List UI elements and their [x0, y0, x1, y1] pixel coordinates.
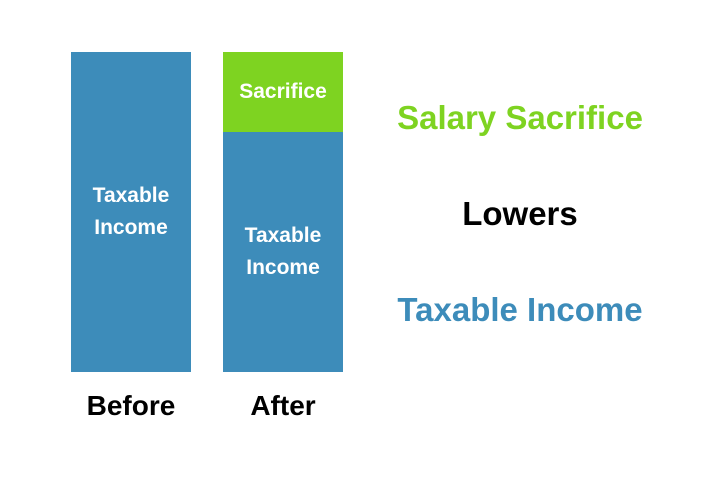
before-caption: Before: [86, 390, 176, 421]
message-taxable-income: Taxable Income: [397, 291, 643, 328]
sacrifice-label: Sacrifice: [239, 80, 327, 103]
after-taxable-income-segment: Taxable Income: [223, 132, 343, 372]
message-lowers: Lowers: [462, 195, 578, 232]
after-caption: After: [250, 390, 316, 421]
before-bar-label: Taxable Income: [92, 184, 170, 239]
after-sacrifice-segment: Sacrifice: [223, 52, 343, 132]
before-taxable-income-bar: Taxable Income: [71, 52, 191, 372]
message-salary-sacrifice: Salary Sacrifice: [397, 99, 643, 136]
after-bar-label: Taxable Income: [244, 224, 322, 279]
